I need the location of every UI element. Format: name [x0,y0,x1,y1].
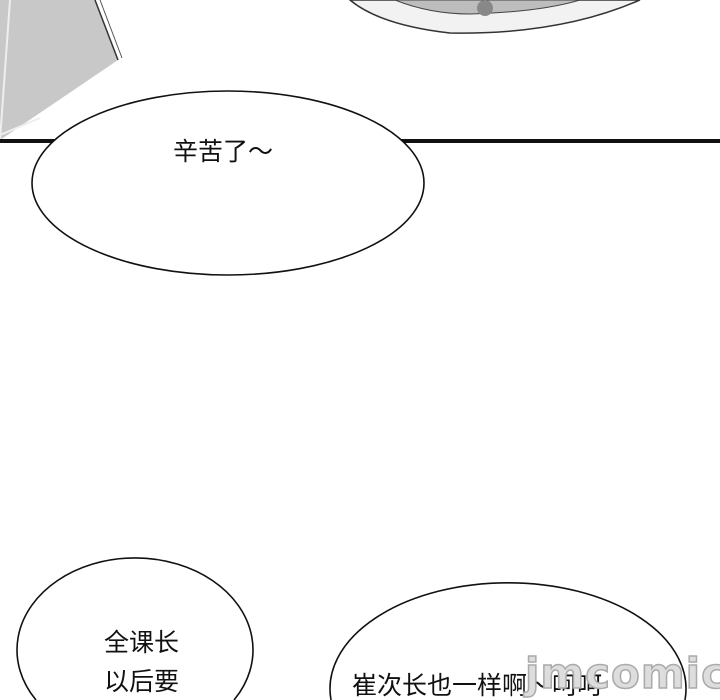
bubble-bottom-left-line1: 全课长 [104,628,180,657]
plate-item [477,0,493,16]
watermark-logo: jmcomic [524,649,720,698]
wall-edge [94,0,119,61]
speech-bubble-bottom-right [329,581,687,700]
bubble-top-text: 辛苦了～ [173,137,274,166]
wall-edge-inner [99,0,123,59]
wall-highlight [0,0,11,141]
bubble-bottom-right-text: 崔次长也一样啊～呵呵 [352,671,603,700]
bubble-bottom-left-line2: 以后要 [104,667,180,696]
speech-bubble-bottom-left [16,557,254,700]
wall-highlight2 [0,117,41,136]
speech-bubble-top [31,90,425,276]
gray-wall [0,0,118,140]
